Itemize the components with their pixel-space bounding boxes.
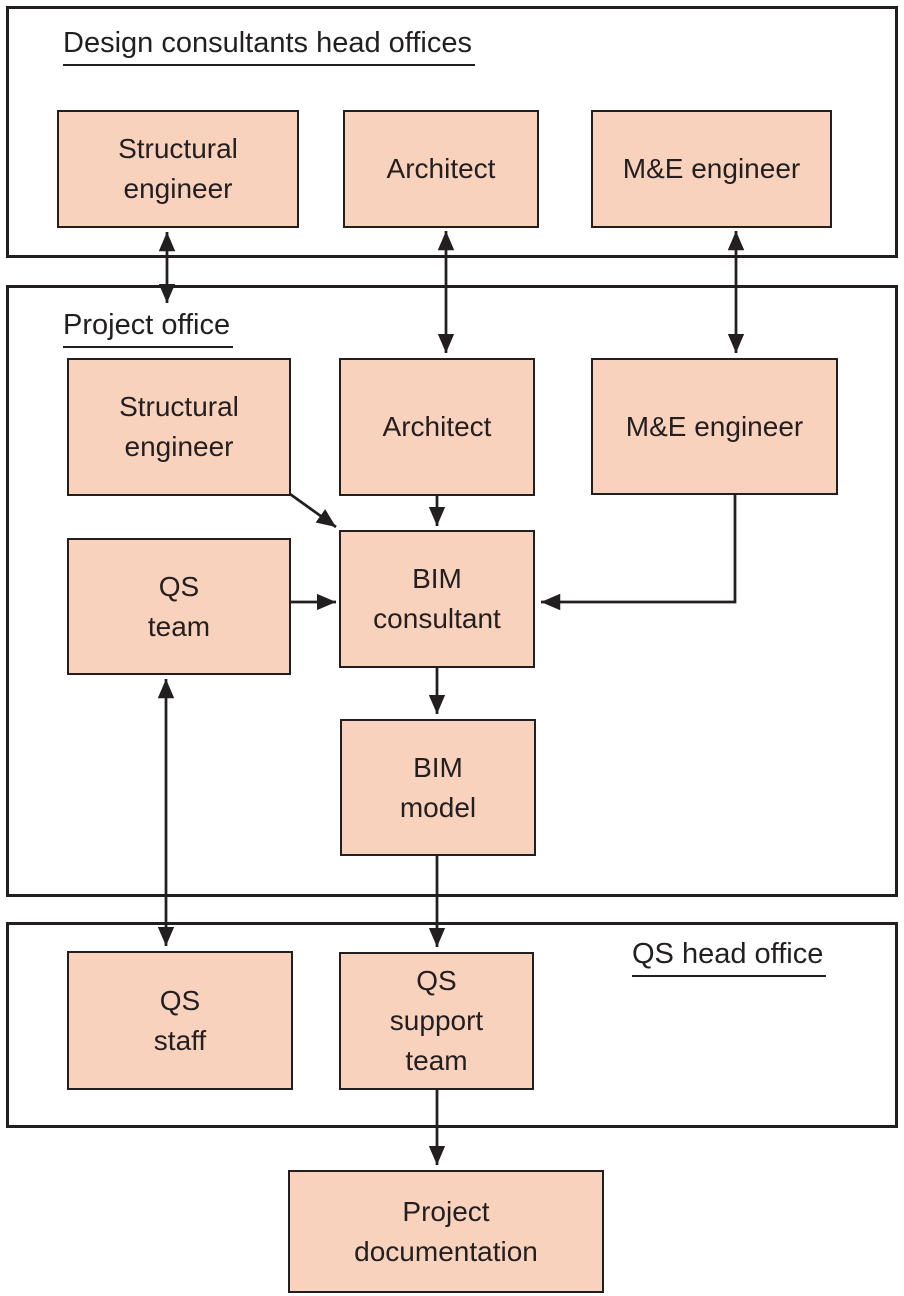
box-label: Architect [382, 411, 492, 442]
section-qs-head-office [6, 922, 898, 1128]
box-label: QS support team [389, 965, 484, 1076]
box-me-engineer-project-office: M&E engineer [591, 358, 838, 495]
box-qs-team: QS team [67, 538, 291, 675]
box-label: Project documentation [354, 1195, 538, 1267]
section-title-design-consultants-head-offices: Design consultants head offices [63, 27, 475, 67]
box-architect-head-office: Architect [343, 110, 539, 228]
box-label: M&E engineer [625, 410, 804, 442]
box-qs-support-team: QS support team [339, 952, 534, 1090]
box-qs-staff: QS staff [67, 951, 293, 1090]
box-label: BIM model [399, 751, 477, 823]
box-label: Structural engineer [118, 133, 238, 204]
box-label: Structural engineer [119, 391, 239, 462]
box-label: BIM consultant [373, 563, 501, 634]
section-title-project-office: Project office [63, 309, 234, 349]
section-title-qs-head-office: QS head office [632, 938, 827, 978]
box-label: QS team [147, 570, 211, 642]
box-project-documentation: Project documentation [288, 1170, 604, 1293]
box-structural-engineer-project-office: Structural engineer [67, 358, 291, 496]
box-me-engineer-head-office: M&E engineer [591, 110, 832, 228]
box-structural-engineer-head-office: Structural engineer [57, 110, 299, 228]
box-architect-project-office: Architect [339, 358, 535, 496]
box-label: M&E engineer [622, 153, 801, 184]
box-label: QS staff [153, 984, 207, 1056]
box-bim-model: BIM model [340, 719, 536, 856]
box-label: Architect [386, 153, 496, 184]
box-bim-consultant: BIM consultant [339, 530, 535, 668]
